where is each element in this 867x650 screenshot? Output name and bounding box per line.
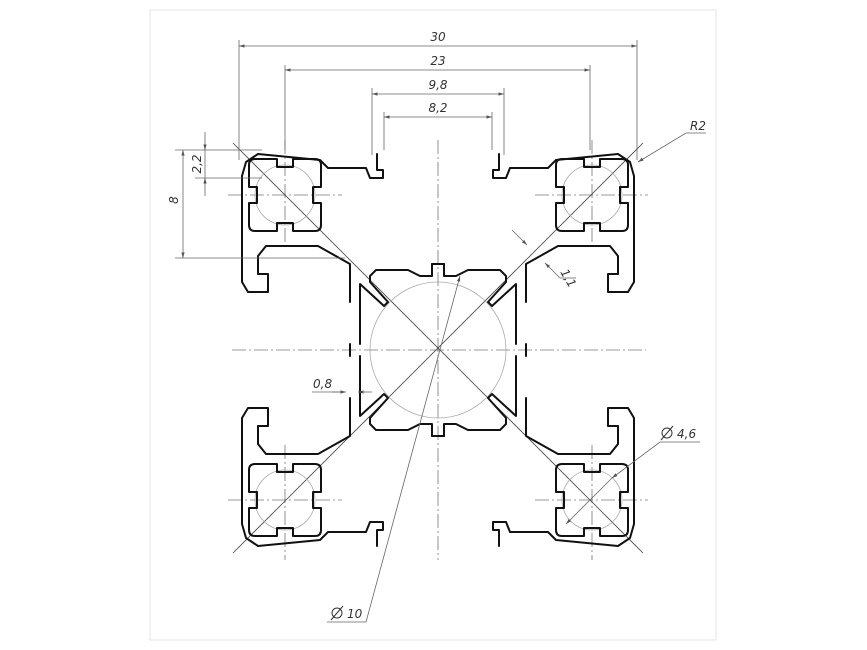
corner-chamber-bl — [248, 463, 322, 537]
dim-corner-hole-diameter: 4,6 — [660, 425, 696, 441]
diameter-symbol-icon — [330, 605, 344, 621]
dim-groove-depth: 8 — [167, 196, 181, 204]
corner-holes — [254, 164, 623, 531]
dim-web-thickness: 1,1 — [557, 267, 579, 291]
profile-quadrant-br — [492, 397, 635, 547]
profile-quadrant-tr — [492, 153, 635, 303]
center-lines — [228, 140, 648, 560]
drawing-frame — [149, 9, 717, 641]
diagonal-lines — [232, 142, 644, 554]
core-chamber-bl — [359, 355, 433, 437]
profile-quadrant-bl — [241, 397, 384, 547]
core-hole — [369, 281, 507, 419]
corner-chamber-tr — [555, 158, 629, 232]
core-chamber-tl — [359, 263, 433, 345]
core-chamber-tr — [443, 263, 517, 345]
dim-wall-thickness: 0,8 — [313, 377, 332, 391]
dim-corner-hole-value: 4,6 — [677, 427, 696, 441]
corner-chamber-br — [555, 463, 629, 537]
dim-core-diameter: 10 — [330, 605, 363, 621]
dim-core-value: 10 — [347, 607, 363, 621]
dim-overall-width: 30 — [430, 30, 446, 44]
diameter-symbol-icon — [660, 425, 674, 441]
corner-chambers — [248, 158, 629, 537]
profile-quadrant-tl — [241, 153, 384, 303]
corner-chamber-tl — [248, 158, 322, 232]
core-chamber-br — [443, 355, 517, 437]
dim-slot-depth: 2,2 — [190, 154, 204, 173]
dim-slot-inner: 8,2 — [428, 101, 447, 115]
dimension-labels: 30 23 9,8 8,2 R2 2,2 8 1,1 0,8 4,6 10 — [167, 30, 706, 621]
dim-corner-radius: R2 — [690, 119, 706, 133]
dim-slot-outer: 9,8 — [428, 78, 447, 92]
dim-slot-span: 23 — [430, 54, 445, 68]
dimension-lines — [175, 40, 706, 623]
profile-outline — [241, 153, 635, 547]
